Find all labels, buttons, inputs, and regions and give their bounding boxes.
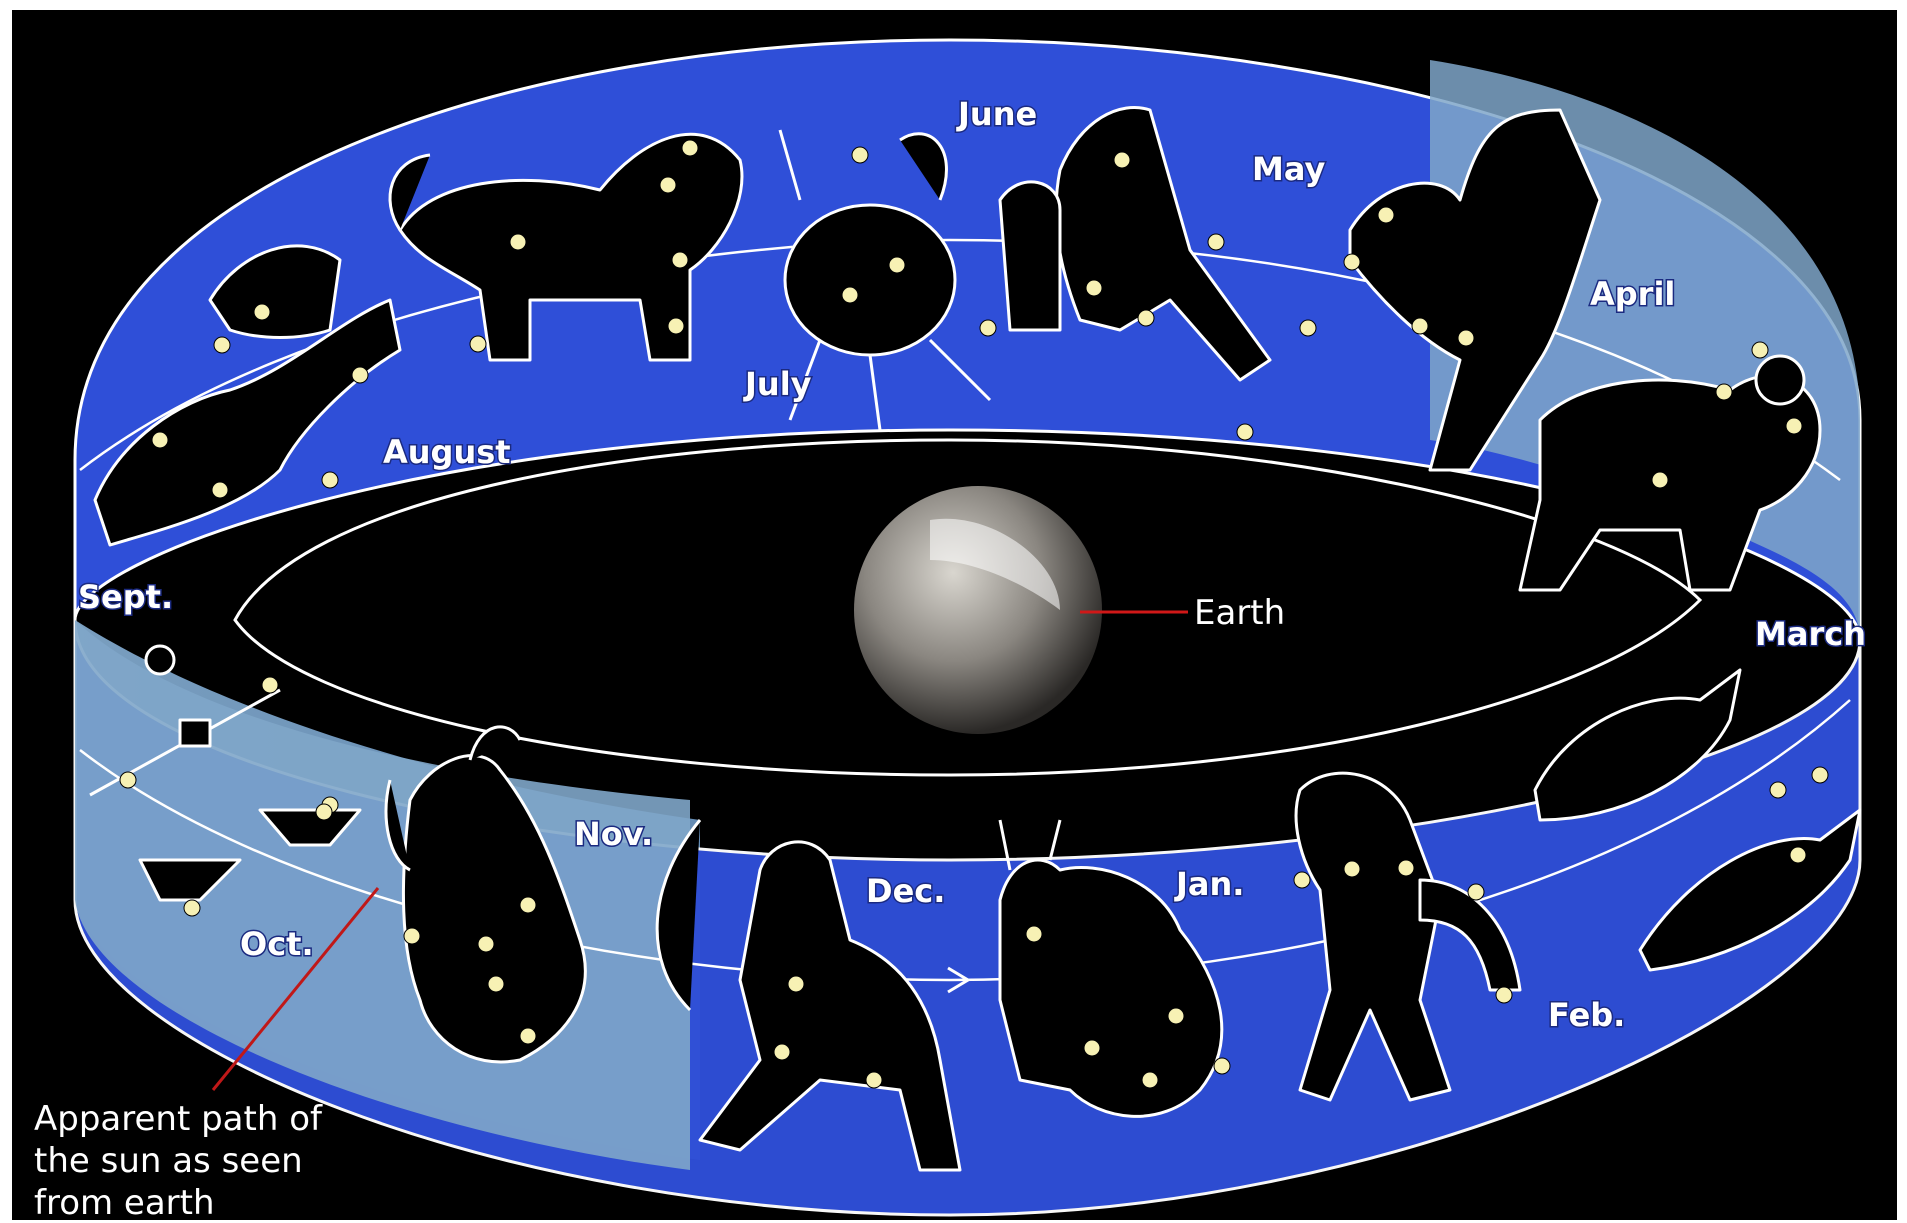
month-march: March bbox=[1755, 615, 1866, 653]
earth-label: Earth bbox=[1194, 593, 1285, 633]
month-oct: Oct. bbox=[240, 925, 314, 963]
month-june: June bbox=[956, 95, 1037, 133]
earth-globe bbox=[854, 486, 1102, 734]
month-august: August bbox=[383, 433, 511, 471]
path-label-line1: Apparent path of bbox=[34, 1099, 323, 1139]
month-nov: Nov. bbox=[574, 815, 653, 853]
month-july: July bbox=[743, 365, 812, 403]
path-label-line3: from earth bbox=[34, 1183, 215, 1223]
month-may: May bbox=[1252, 150, 1325, 188]
month-april: April bbox=[1590, 275, 1675, 313]
month-sept: Sept. bbox=[78, 578, 173, 616]
month-dec: Dec. bbox=[866, 872, 945, 910]
month-jan: Jan. bbox=[1174, 865, 1244, 903]
month-feb: Feb. bbox=[1548, 996, 1625, 1034]
path-label-line2: the sun as seen bbox=[34, 1141, 303, 1181]
